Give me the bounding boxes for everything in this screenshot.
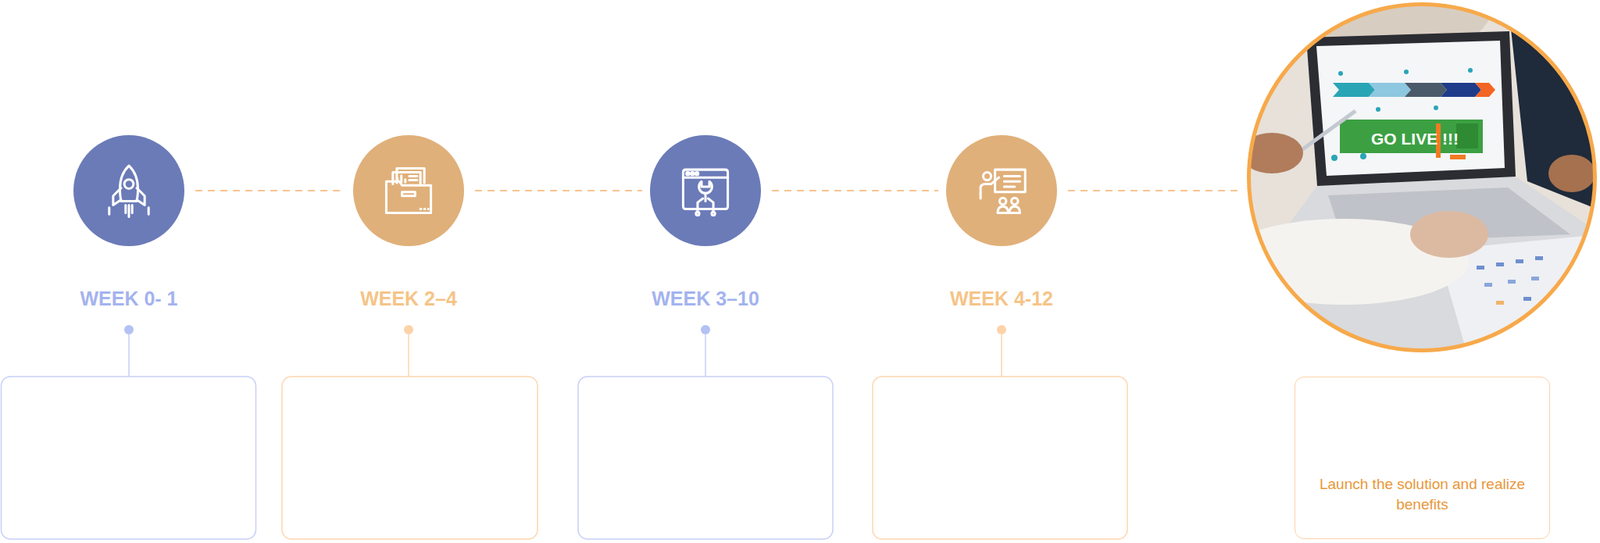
milestone-circle: WEEK 3–10: [650, 135, 761, 247]
week-label: WEEK 0- 1: [79, 286, 178, 311]
icon-stroke: [385, 181, 431, 213]
timeline-connector: [1067, 189, 1240, 192]
leader-dot: [700, 325, 711, 335]
icon-stroke: [695, 171, 698, 175]
icon-stroke: [1009, 206, 1020, 213]
leader-dot: [124, 325, 134, 335]
timeline-connector: [195, 189, 346, 192]
icon-stroke: [997, 206, 1008, 213]
icon-stroke: [392, 171, 421, 184]
icon-stroke: [682, 169, 728, 209]
icon-stroke: [980, 177, 1000, 199]
icon-stroke: [124, 179, 134, 190]
icon-stroke: [113, 188, 122, 206]
leader-line: [407, 334, 410, 377]
empty-box: [872, 376, 1128, 540]
timeline-connector: [475, 189, 643, 192]
icon-stroke: [136, 188, 145, 206]
icon-stroke: [682, 176, 728, 179]
icon-stroke: [409, 176, 418, 181]
leader-line: [704, 334, 707, 377]
outcome-text: Launch the solution and realize benefits: [1310, 474, 1534, 515]
week-label: WEEK 4-12: [950, 286, 1054, 311]
milestone-icon: [96, 157, 162, 224]
icon-stroke: [120, 165, 139, 201]
icon-stroke: [420, 207, 429, 211]
icon-stroke: [691, 171, 694, 175]
icon-stroke: [703, 192, 707, 201]
empty-box: [282, 376, 538, 540]
icon-stroke: [397, 175, 406, 183]
icon-stroke: [686, 171, 690, 175]
icon-stroke: [125, 204, 133, 217]
milestone-circle: WEEK 2–4: [353, 135, 465, 247]
icon-stroke: [1003, 176, 1020, 187]
icon-stroke: [697, 198, 714, 212]
leader-dot: [403, 325, 414, 335]
milestone-circle: WEEK 0- 1: [73, 135, 185, 247]
icon-stroke: [999, 197, 1006, 204]
milestone-icon: [672, 157, 739, 224]
icon-stroke: [711, 211, 715, 215]
icon-stroke: [1011, 197, 1018, 204]
icon-stroke: [696, 211, 700, 215]
leader-line: [1000, 334, 1003, 377]
milestone-icon: [375, 157, 442, 224]
icon-stroke: [699, 181, 713, 193]
milestone-circle: WEEK 4-12: [946, 135, 1058, 247]
screen-banner-text: GO LIVE !!!: [1371, 128, 1459, 150]
icon-stroke: [109, 207, 149, 215]
outcome-box: Launch the solution and realize benefits: [1294, 376, 1550, 540]
empty-box: [1, 376, 257, 540]
photo-circle: GO LIVE !!!: [1246, 2, 1597, 353]
timeline-connector: [771, 189, 939, 192]
meeting-photo: [1218, 0, 1600, 360]
leader-line: [128, 334, 130, 377]
icon-stroke: [995, 169, 1026, 193]
icon-stroke: [402, 192, 416, 197]
empty-box: [578, 376, 833, 540]
leader-dot: [996, 325, 1007, 335]
week-label: WEEK 3–10: [651, 286, 760, 311]
milestone-icon: [968, 157, 1035, 224]
week-label: WEEK 2–4: [360, 286, 458, 311]
icon-stroke: [982, 171, 991, 180]
